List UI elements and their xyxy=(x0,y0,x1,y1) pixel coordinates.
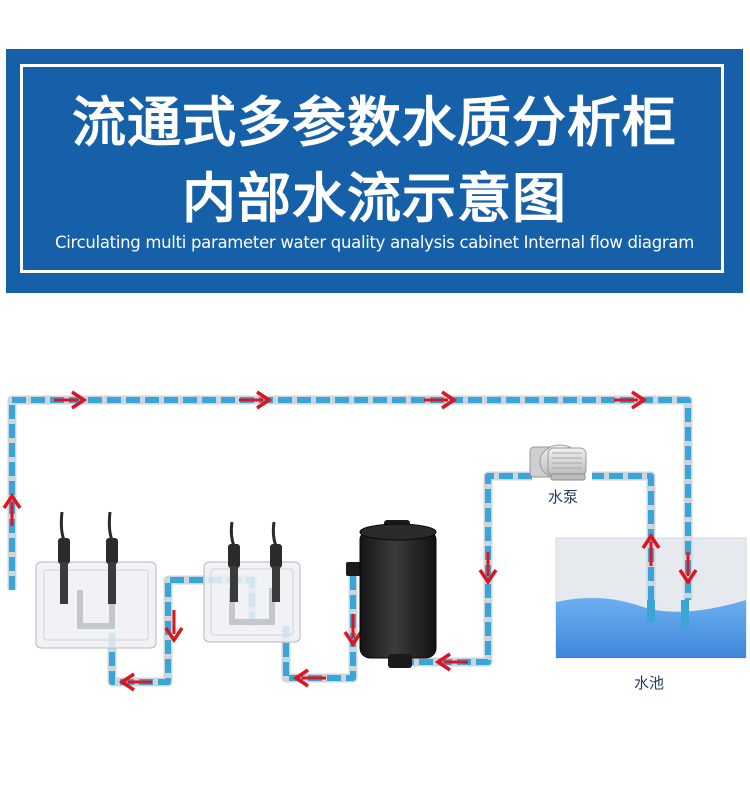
flow-diagram: 水泵 水池 xyxy=(2,390,747,692)
pool-label: 水池 xyxy=(634,674,664,692)
title-line-1: 流通式多参数水质分析柜 xyxy=(72,91,677,154)
flow-arrow-icon xyxy=(2,492,22,526)
pump-label: 水泵 xyxy=(548,488,578,506)
flow-arrow-icon xyxy=(434,652,468,672)
title-banner: 流通式多参数水质分析柜 内部水流示意图 xyxy=(6,49,743,293)
flow-arrow-icon xyxy=(614,390,648,410)
flow-arrow-icon xyxy=(678,552,698,586)
flow-arrow-icon xyxy=(292,668,326,688)
sensor-probe-icon xyxy=(106,511,118,604)
flow-arrow-icon xyxy=(478,552,498,586)
flow-arrow-icon xyxy=(54,390,88,410)
title-line-2: 内部水流示意图 xyxy=(182,167,567,230)
flow-arrow-icon xyxy=(118,672,152,692)
sensor-probe-icon xyxy=(58,511,70,604)
water-pump-icon xyxy=(529,444,587,481)
flow-arrow-icon xyxy=(424,390,458,410)
flow-arrow-icon xyxy=(343,614,363,648)
flow-cell-1 xyxy=(35,561,157,649)
sensor-probe-icon xyxy=(270,521,282,602)
flow-arrow-icon xyxy=(239,390,273,410)
sensor-probe-icon xyxy=(228,521,240,602)
banner-frame xyxy=(20,64,724,273)
flow-cell-2 xyxy=(203,561,301,643)
flow-arrow-icon xyxy=(641,532,661,566)
flow-arrows xyxy=(2,390,698,692)
banner-subtitle: Circulating multi parameter water qualit… xyxy=(55,233,694,252)
filter-tank-icon xyxy=(346,520,437,668)
flow-arrow-icon xyxy=(164,610,184,644)
